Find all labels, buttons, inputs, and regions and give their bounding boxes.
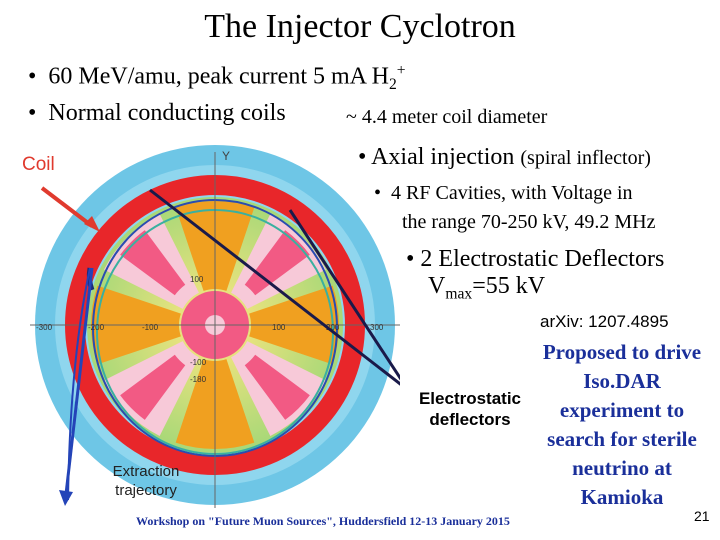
bullet-coils: • Normal conducting coils bbox=[28, 100, 286, 127]
bullet-marker: • bbox=[358, 144, 367, 170]
h2-subscript: 2 bbox=[389, 76, 397, 94]
axis-tick-label: -200 bbox=[88, 323, 105, 332]
slide-title: The Injector Cyclotron bbox=[204, 8, 516, 45]
spiral-inflector-text: (spiral inflector) bbox=[520, 147, 651, 169]
rf-cavity bbox=[120, 354, 186, 420]
axis-tick-label: 100 bbox=[190, 275, 204, 284]
cyclotron-diagram: Y -300 -200 -100 100 -100 -180 100 200 300 bbox=[30, 140, 400, 520]
extraction-arrowhead bbox=[59, 490, 73, 506]
bullet-axial-injection: • Axial injection (spiral inflector) bbox=[356, 144, 653, 171]
bullet-rf-cavities: • 4 RF Cavities, with Voltage in bbox=[372, 182, 635, 205]
axial-injection-text: Axial injection bbox=[371, 144, 515, 170]
bullet-electrostatic-deflectors: • 2 Electrostatic Deflectors bbox=[404, 246, 667, 273]
extraction-trajectory-label: Extraction trajectory bbox=[112, 463, 180, 499]
deflectors-text: 2 Electrostatic Deflectors bbox=[420, 246, 665, 272]
bullet-marker: • bbox=[374, 182, 382, 204]
isodar-proposal-text: Proposed to drive Iso.DAR experiment to … bbox=[542, 340, 702, 509]
vmax-subscript: max bbox=[445, 285, 473, 303]
axis-tick-label: -100 bbox=[190, 358, 207, 367]
extraction-pointer-arrow bbox=[64, 267, 94, 495]
footer-workshop: Workshop on "Future Muon Sources", Hudde… bbox=[136, 514, 510, 528]
bullet-coils-text: Normal conducting coils bbox=[48, 100, 286, 126]
h2-superscript: + bbox=[396, 62, 406, 79]
axis-tick-label: 300 bbox=[370, 323, 384, 332]
rf-cavity bbox=[244, 354, 310, 420]
axis-tick-label: -180 bbox=[190, 375, 207, 384]
bullet-marker: • bbox=[28, 63, 37, 90]
rf-cavity bbox=[120, 230, 186, 296]
deflector-pointer-1 bbox=[149, 188, 400, 386]
vmax-v: V bbox=[428, 273, 446, 299]
coil-diameter-note: ~ 4.4 meter coil diameter bbox=[346, 106, 548, 128]
axis-tick-label: 200 bbox=[326, 323, 340, 332]
arxiv-reference: arXiv: 1207.4895 bbox=[540, 312, 669, 332]
deflector-pointer-2 bbox=[288, 209, 400, 381]
page-number: 21 bbox=[694, 508, 710, 524]
coil-pointer-arrow bbox=[40, 186, 94, 228]
bullet-marker: • bbox=[28, 100, 37, 126]
vmax-line: Vmax=55 kV bbox=[426, 273, 548, 304]
axis-tick-label: -300 bbox=[36, 323, 53, 332]
axis-tick-label: 100 bbox=[272, 323, 286, 332]
axis-tick-label: -100 bbox=[142, 323, 159, 332]
electrostatic-deflectors-label: Electrostatic deflectors bbox=[418, 389, 522, 429]
axis-y-label: Y bbox=[222, 149, 230, 163]
rf-cavities-range-text: the range 70-250 kV, 49.2 MHz bbox=[400, 211, 658, 234]
vmax-value: =55 kV bbox=[472, 273, 546, 299]
bullet-energy-current: • 60 MeV/amu, peak current 5 mA H2+ bbox=[28, 62, 406, 94]
bullet-marker: • bbox=[406, 246, 415, 272]
coil-arrowhead bbox=[84, 216, 100, 232]
rf-cavity bbox=[244, 230, 310, 296]
bullet-energy-text: 60 MeV/amu, peak current 5 mA H bbox=[48, 63, 389, 90]
rf-cavities-text: 4 RF Cavities, with Voltage in bbox=[391, 182, 633, 204]
coil-label: Coil bbox=[22, 154, 55, 175]
